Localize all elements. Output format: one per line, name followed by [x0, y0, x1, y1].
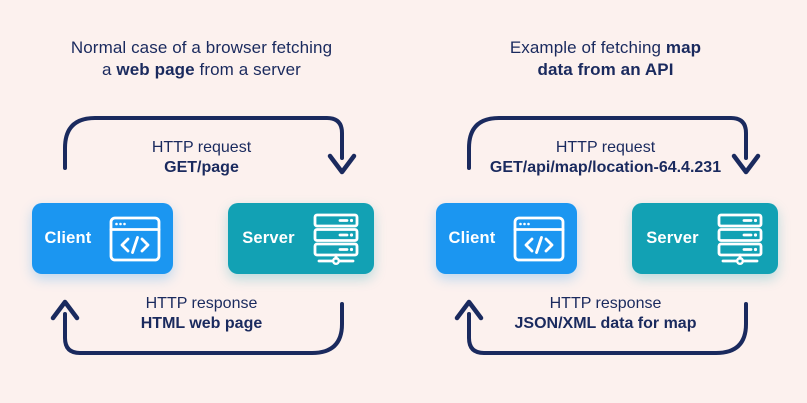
server-label: Server — [242, 229, 295, 247]
panel-web-page-fetch: Normal case of a browser fetching a web … — [0, 0, 403, 403]
request-arrow-icon — [467, 116, 761, 175]
client-box: Client — [436, 203, 577, 274]
server-label: Server — [646, 229, 699, 247]
response-detail-text: HTML web page — [140, 315, 263, 332]
response-label: HTTP response JSON/XML data for map — [404, 294, 807, 334]
browser-code-icon — [513, 216, 564, 261]
request-arrow-icon — [63, 116, 357, 175]
response-arrow-icon — [50, 299, 344, 355]
title-line-2: a web page from a server — [0, 59, 403, 81]
request-label-text: HTTP request — [555, 139, 656, 156]
server-box: Server — [228, 203, 374, 274]
server-rack-icon — [717, 213, 763, 265]
client-box: Client — [32, 203, 173, 274]
title-bold-segment: data from an API — [537, 60, 674, 79]
title-line-1: Example of fetching map — [404, 37, 807, 59]
panel-title: Example of fetching map data from an API — [404, 37, 807, 81]
title-segment: Normal case of a browser fetching — [70, 38, 333, 57]
panel-title: Normal case of a browser fetching a web … — [0, 37, 403, 81]
title-segment: a — [102, 60, 117, 79]
browser-code-icon — [109, 216, 160, 261]
client-label: Client — [44, 229, 92, 247]
panel-api-map-fetch: Example of fetching map data from an API… — [404, 0, 807, 403]
title-bold-segment: map — [665, 38, 702, 57]
title-segment: Example of fetching — [509, 38, 666, 57]
server-box: Server — [632, 203, 778, 274]
client-label: Client — [448, 229, 496, 247]
server-rack-icon — [313, 213, 359, 265]
title-bold-segment: web page — [116, 60, 195, 79]
response-detail-text: JSON/XML data for map — [514, 315, 697, 332]
request-label: HTTP request GET/api/map/location-64.4.2… — [404, 138, 807, 178]
request-detail-text: GET/page — [164, 159, 239, 176]
title-line-1: Normal case of a browser fetching — [0, 37, 403, 59]
request-label: HTTP request GET/page — [0, 138, 403, 178]
request-detail-text: GET/api/map/location-64.4.231 — [489, 159, 722, 176]
response-label-text: HTTP response — [549, 295, 662, 312]
request-label-text: HTTP request — [151, 139, 252, 156]
response-label-text: HTTP response — [145, 295, 258, 312]
response-label: HTTP response HTML web page — [0, 294, 403, 334]
title-line-2: data from an API — [404, 59, 807, 81]
title-segment: from a server — [194, 60, 301, 79]
response-arrow-icon — [454, 299, 748, 355]
